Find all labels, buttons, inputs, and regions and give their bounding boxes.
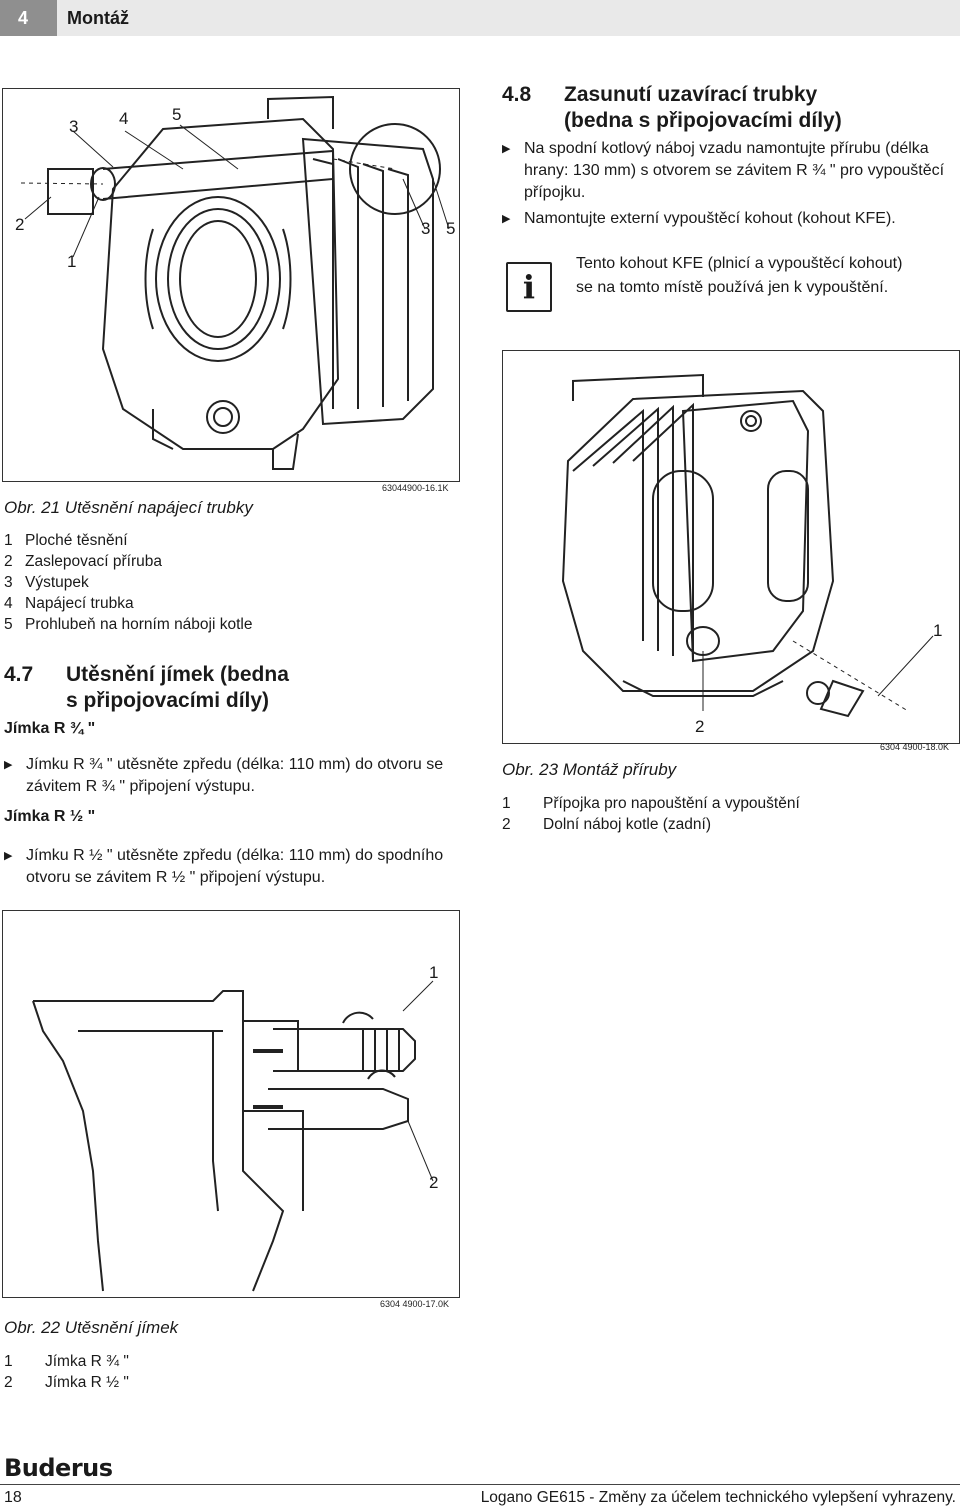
figure-22-code: 6304 4900-17.0K [380,1299,450,1309]
callout-3b: 3 [421,219,431,238]
callout-2: 2 [15,215,25,234]
page-number: 18 [4,1489,22,1506]
boiler-rear-drawing [561,373,934,718]
footer-divider [0,1484,960,1485]
chapter-header-bar [0,0,960,36]
bullet-kfe: ▶Namontujte externí vypouštěcí kohout (k… [502,208,952,230]
bullet-flange: ▶Na spodní kotlový náboj vzadu namontujt… [502,138,952,204]
immersion-sleeves-drawing [32,980,434,1292]
subheading-r34: Jímka R ¾ " [4,720,96,737]
callout-3: 3 [69,117,79,136]
callout-1: 1 [933,621,943,640]
callout-1: 1 [67,252,77,271]
callout-2: 2 [695,717,705,736]
figure-21-caption: Obr. 21 Utěsnění napájecí trubky [4,498,253,517]
figure-21-code: 63044900-16.1K [382,483,449,493]
figure-23-caption: Obr. 23 Montáž příruby [502,760,677,779]
boiler-section-drawing [20,95,450,470]
chapter-number: 4 [0,0,57,36]
callout-4: 4 [119,109,129,128]
figure-23-code: 6304 4900-18.0K [880,742,950,752]
info-note: Tento kohout KFE (plnicí a vypouštěcí ko… [576,255,903,296]
bullet-arrow-icon: ▶ [4,759,13,771]
bullet-r34: ▶Jímku R ¾ " utěsněte zpředu (délka: 110… [4,754,454,798]
buderus-logo: Buderus [4,1454,113,1482]
callout-5: 5 [172,105,182,124]
callout-5b: 5 [446,219,456,238]
footer-doc-text: Logano GE615 - Změny za účelem technické… [480,1489,956,1506]
callout-2: 2 [429,1173,439,1192]
figure-22-box: 1 2 [2,910,460,1298]
bullet-arrow-icon: ▶ [502,143,511,155]
figure-21-box: 3 4 5 2 1 3 5 [2,88,460,482]
bullet-r12: ▶Jímku R ½ " utěsněte zpředu (délka: 110… [4,845,464,889]
figure-23-box: 1 2 [502,350,960,744]
chapter-title: Montáž [67,8,129,28]
bullet-arrow-icon: ▶ [502,213,511,225]
bullet-arrow-icon: ▶ [4,850,13,862]
subheading-r12: Jímka R ½ " [4,808,96,825]
figure-22-caption: Obr. 22 Utěsnění jímek [4,1318,179,1337]
callout-1: 1 [429,963,439,982]
info-icon: i [506,262,552,312]
